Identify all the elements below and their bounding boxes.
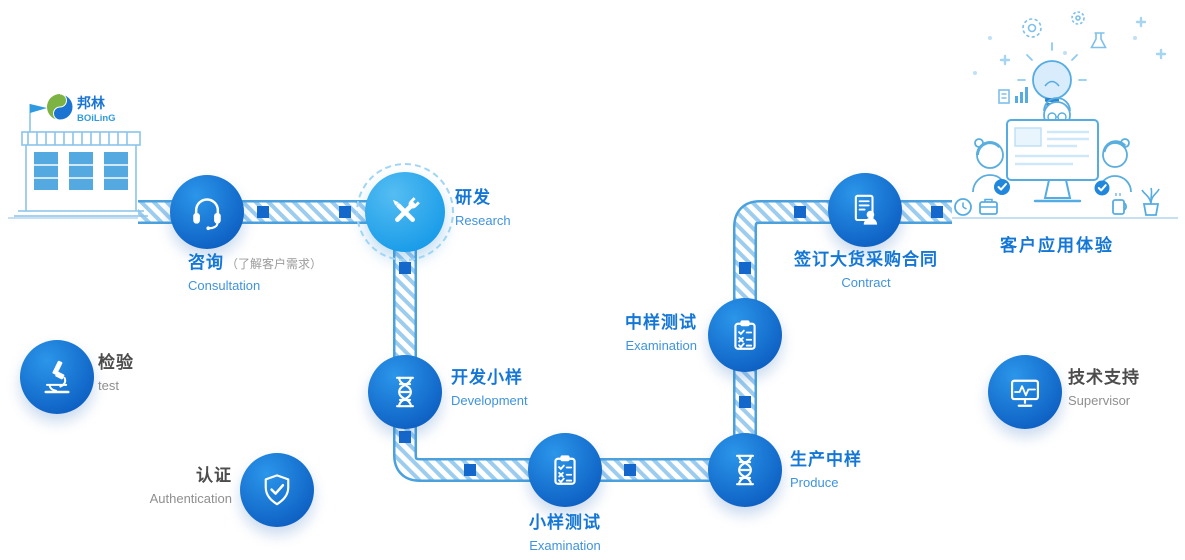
gear-icon: [1022, 18, 1042, 38]
node-inspection: [20, 340, 94, 414]
experience-title: 客户应用体验: [1000, 236, 1114, 255]
road-marker-squares: [257, 206, 943, 476]
node-sample-test: [528, 433, 602, 507]
plant-icon: [1141, 187, 1160, 216]
check-badge: [994, 179, 1010, 195]
checklist-icon: [734, 320, 756, 350]
step-title: 开发小样: [451, 368, 523, 387]
contract-icon: [854, 194, 878, 225]
document-icon: [998, 89, 1010, 104]
headset-icon: [193, 198, 221, 231]
dna-icon: [396, 376, 414, 408]
node-support: [988, 355, 1062, 429]
microscope-icon: [44, 360, 70, 394]
step-label-development: 开发小样 Development: [451, 368, 528, 408]
monitor-illustration: [1006, 119, 1099, 203]
plus-icon: [1155, 48, 1167, 60]
checklist-icon: [554, 455, 576, 485]
aside-label-inspection: 检验 test: [98, 353, 134, 393]
building-flag: [30, 104, 47, 113]
node-authentication: [240, 453, 314, 527]
dna-icon: [736, 454, 754, 486]
step-label-mid-test: 中样测试 Examination: [625, 313, 697, 353]
node-development: [368, 355, 442, 429]
node-mid-test: [708, 298, 782, 372]
step-subtitle: Research: [455, 212, 511, 228]
company-building-illustration: 邦林 BOiLinG: [14, 93, 148, 217]
aside-title: 认证: [196, 466, 232, 485]
aside-title: 技术支持: [1068, 368, 1140, 387]
aside-label-support: 技术支持 Supervisor: [1068, 368, 1140, 408]
clock-icon: [954, 198, 972, 216]
bar-chart-icon: [1015, 87, 1028, 103]
step-label-research: 研发 Research: [455, 188, 511, 228]
customer-experience-illustration: [954, 11, 1167, 216]
monitor-pulse-icon: [1011, 379, 1039, 407]
step-label-consultation: 咨询（了解客户需求） Consultation: [188, 253, 322, 294]
node-consultation: [170, 175, 244, 249]
step-note: （了解客户需求）: [226, 257, 323, 271]
step-title: 中样测试: [625, 313, 697, 332]
step-subtitle: Examination: [529, 537, 601, 553]
step-title: 研发: [455, 188, 491, 207]
building-windows: [34, 152, 128, 190]
node-contract: [828, 173, 902, 247]
step-label-contract: 签订大货采购合同 Contract: [794, 250, 938, 290]
step-title: 小样测试: [529, 513, 601, 532]
step-title: 咨询: [188, 253, 224, 272]
step-label-sample-test: 小样测试 Examination: [529, 513, 601, 553]
building-outline: [14, 104, 148, 217]
aside-label-authentication: 认证 Authentication: [150, 466, 232, 506]
coffee-cup-icon: [1112, 193, 1127, 215]
shield-check-icon: [264, 474, 290, 506]
step-subtitle: Produce: [790, 474, 839, 490]
check-badge: [1094, 180, 1110, 196]
plus-icon: [1135, 16, 1147, 28]
gear-small-icon: [1071, 11, 1085, 25]
person-right: [1098, 138, 1132, 193]
step-subtitle: Development: [451, 392, 528, 408]
plus-icon: [999, 54, 1011, 66]
step-subtitle: Contract: [841, 274, 891, 290]
step-title: 签订大货采购合同: [794, 250, 938, 269]
tools-icon: [392, 197, 420, 222]
aside-subtitle: Authentication: [149, 490, 232, 506]
logo-text-en: BOiLinG: [77, 113, 116, 124]
aside-subtitle: test: [98, 377, 119, 393]
node-research: [356, 163, 454, 261]
step-title: 生产中样: [790, 450, 862, 469]
briefcase-icon: [979, 198, 998, 215]
aside-title: 检验: [98, 353, 134, 372]
aside-subtitle: Supervisor: [1068, 392, 1131, 408]
lightbulb-icon: [1017, 42, 1087, 107]
logo-text-cn: 邦林: [77, 95, 105, 111]
step-label-produce: 生产中样 Produce: [790, 450, 862, 490]
flask-icon: [1090, 32, 1107, 49]
node-produce: [708, 433, 782, 507]
boiling-logo: 邦林 BOiLinG: [47, 93, 116, 124]
step-subtitle: Consultation: [188, 278, 261, 294]
step-subtitle: Examination: [625, 337, 697, 353]
